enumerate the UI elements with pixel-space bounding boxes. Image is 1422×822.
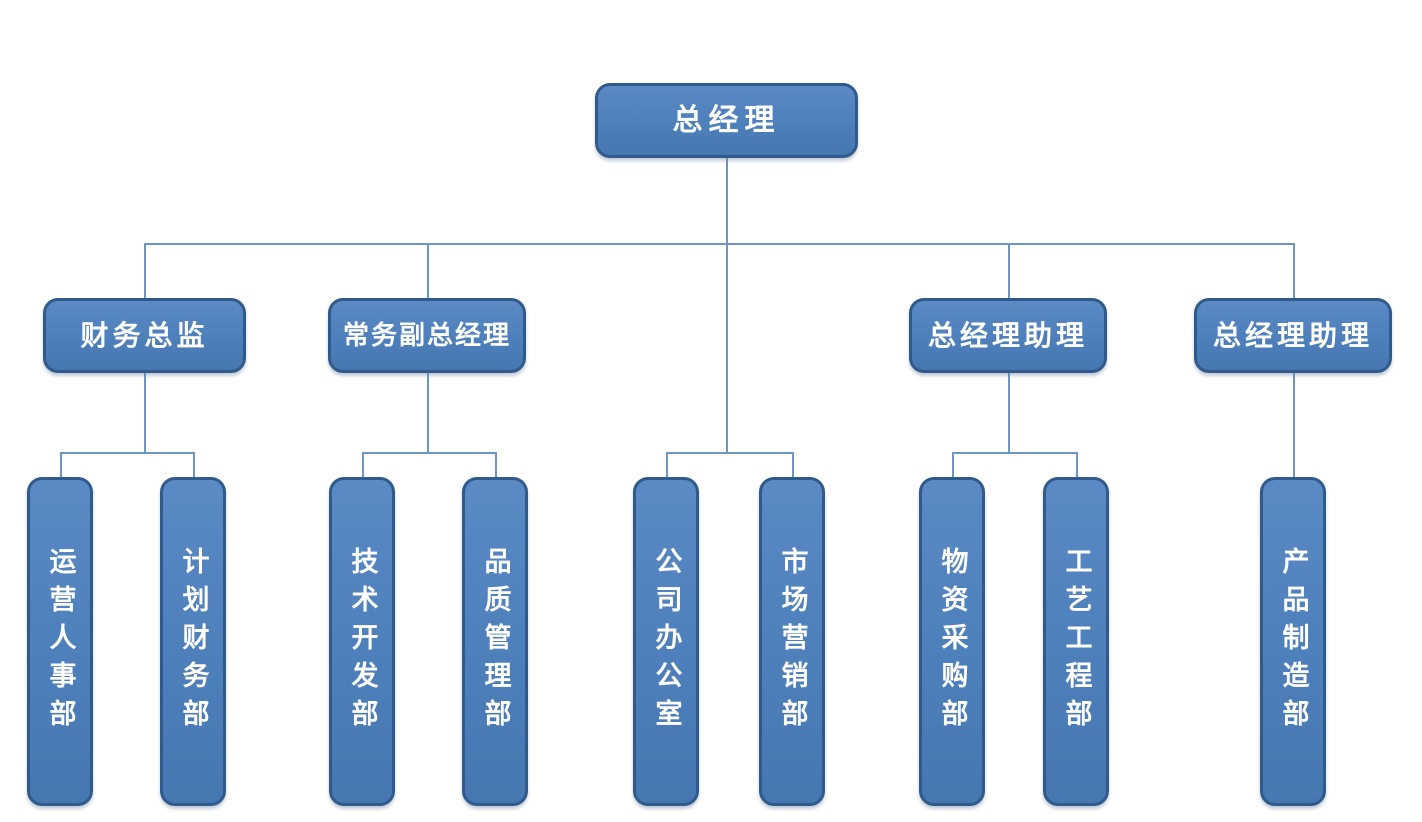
connector-line xyxy=(60,452,62,477)
connector-line xyxy=(1076,452,1078,477)
node-label: 总经理助理 xyxy=(927,318,1088,352)
node-dept-product-manufacturing: 产品制造部 xyxy=(1260,477,1326,806)
connector-line xyxy=(1008,373,1010,452)
node-finance-director: 财务总监 xyxy=(43,298,246,373)
node-gm-assistant-2: 总经理助理 xyxy=(1194,298,1392,373)
node-dept-procurement: 物资采购部 xyxy=(919,477,985,806)
connector-line xyxy=(144,243,1294,245)
node-label: 总经理助理 xyxy=(1212,318,1373,352)
node-dept-marketing: 市场营销部 xyxy=(759,477,825,806)
node-dept-process-engineering: 工艺工程部 xyxy=(1043,477,1109,806)
connector-line xyxy=(952,452,954,477)
connector-line xyxy=(666,452,792,454)
connector-line xyxy=(1008,243,1010,298)
connector-line xyxy=(1293,243,1295,298)
node-dept-tech-development: 技术开发部 xyxy=(329,477,395,806)
node-deputy-general-manager: 常务副总经理 xyxy=(328,298,526,373)
connector-line xyxy=(726,158,728,243)
node-dept-planning-finance: 计划财务部 xyxy=(160,477,226,806)
node-label: 市场营销部 xyxy=(776,546,808,737)
connector-line xyxy=(427,243,429,298)
node-label: 运营人事部 xyxy=(44,546,76,737)
connector-line xyxy=(362,452,495,454)
connector-line xyxy=(193,452,195,477)
node-dept-operations-hr: 运营人事部 xyxy=(27,477,93,806)
node-label: 产品制造部 xyxy=(1277,546,1309,737)
connector-line xyxy=(792,452,794,477)
connector-line xyxy=(427,373,429,452)
connector-line xyxy=(362,452,364,477)
connector-line xyxy=(144,243,146,298)
connector-line xyxy=(495,452,497,477)
connector-line xyxy=(144,373,146,452)
node-gm-assistant-1: 总经理助理 xyxy=(909,298,1107,373)
node-label: 品质管理部 xyxy=(479,546,511,737)
node-label: 计划财务部 xyxy=(177,546,209,737)
node-label: 物资采购部 xyxy=(936,546,968,737)
node-label: 常务副总经理 xyxy=(342,320,511,351)
connector-line xyxy=(952,452,1076,454)
connector-line xyxy=(60,452,193,454)
node-dept-quality-management: 品质管理部 xyxy=(462,477,528,806)
connector-line xyxy=(666,452,668,477)
connector-line xyxy=(726,243,728,452)
node-label: 总经理 xyxy=(672,102,781,138)
node-label: 技术开发部 xyxy=(346,546,378,737)
node-general-manager: 总经理 xyxy=(595,83,858,158)
connector-line xyxy=(1293,373,1295,477)
node-label: 财务总监 xyxy=(80,318,209,352)
node-dept-company-office: 公司办公室 xyxy=(633,477,699,806)
node-label: 公司办公室 xyxy=(650,546,682,737)
node-label: 工艺工程部 xyxy=(1060,546,1092,737)
